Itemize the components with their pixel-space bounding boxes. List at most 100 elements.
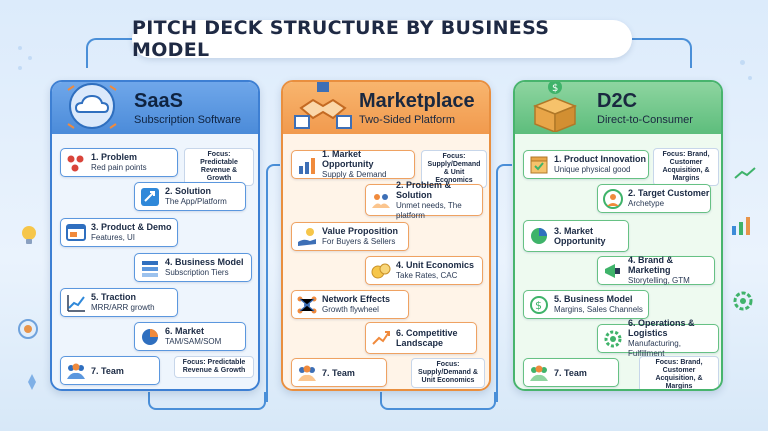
saas-focus-top: Focus: Predictable Revenue & Growth	[184, 148, 254, 186]
saas-focus-bottom: Focus: Predictable Revenue & Growth	[174, 356, 254, 378]
d2c-card-market-opportunity[interactable]: 3. Market Opportunity	[523, 220, 629, 252]
background-dot	[28, 56, 32, 60]
d2c-item-label: 6. Operations & Logistics	[628, 318, 695, 338]
marketplace-card-competitive-landscape[interactable]: 6. Competitive Landscape	[365, 322, 477, 354]
saas-item-label: 3. Product & Demo	[91, 222, 172, 232]
saas-item-detail: Subscription Tiers	[165, 268, 229, 277]
bar-chart-icon	[299, 157, 315, 174]
chart-up-icon	[372, 331, 390, 345]
marketplace-item-label: 4. Unit Economics	[396, 260, 475, 270]
trend-arrow-icon	[734, 167, 756, 179]
d2c-focus-bottom: Focus: Brand, Customer Acquisition, & Ma…	[639, 356, 719, 389]
column-marketplace: Marketplace Two-Sided Platform 1. Market…	[281, 80, 491, 391]
box-icon	[530, 156, 548, 173]
marketplace-item-detail: Unmet needs, The platform	[396, 200, 462, 220]
connector-top-right	[632, 38, 692, 68]
background-dot	[18, 46, 22, 50]
marketplace-item-label: 7. Team	[322, 367, 355, 378]
saas-item-label: 2. Solution	[165, 186, 211, 196]
d2c-item-label: 3. Market Opportunity	[554, 226, 606, 246]
rocket-icon	[28, 374, 36, 390]
saas-title: SaaS	[134, 90, 183, 112]
red-drops-icon	[67, 155, 84, 171]
saas-body: Focus: Predictable Revenue & Growth 1. P…	[52, 134, 258, 389]
gear-icon	[733, 291, 753, 311]
cloud-icon	[67, 83, 117, 129]
marketplace-item-detail: Growth flywheel	[322, 305, 379, 314]
marketplace-focus-top: Focus: Supply/Demand & Unit Economics	[421, 150, 487, 188]
coins-icon	[371, 263, 391, 278]
saas-item-label: 5. Traction	[91, 292, 137, 302]
target-icon	[18, 319, 38, 339]
d2c-item-detail: Manufacturing, Fulfillment	[628, 339, 681, 358]
column-saas: SaaS Subscription Software Focus: Predic…	[50, 80, 260, 391]
user-icon	[603, 188, 623, 209]
lightbulb-icon	[22, 226, 36, 244]
svg-text:$: $	[535, 299, 542, 312]
d2c-title: D2C	[597, 90, 638, 112]
d2c-item-label: 7. Team	[554, 367, 587, 378]
saas-item-detail: Features, UI	[91, 233, 136, 242]
saas-item-label: 4. Business Model	[165, 257, 244, 267]
marketplace-card-team[interactable]: 7. Team	[291, 358, 387, 387]
pie-chart-icon	[142, 328, 158, 345]
team-icon	[67, 363, 85, 379]
svg-text:$: $	[552, 83, 558, 94]
saas-header: SaaS Subscription Software	[52, 82, 258, 134]
d2c-focus-top: Focus: Brand, Customer Acquisition, & Ma…	[653, 148, 719, 186]
handshake-icon	[294, 82, 352, 129]
d2c-card-team[interactable]: 7. Team	[523, 358, 619, 387]
marketplace-header: Marketplace Two-Sided Platform	[283, 82, 489, 134]
connector-marketplace-left	[266, 164, 280, 402]
megaphone-icon	[605, 263, 620, 278]
column-d2c: $ D2C Direct-to-Consumer 1. Product Inno…	[513, 80, 723, 391]
dollar-cycle-icon: $	[530, 295, 548, 314]
gear-icon	[604, 330, 622, 347]
marketplace-item-label: 6. Competitive Landscape	[396, 328, 458, 348]
browser-window-icon	[66, 223, 86, 241]
d2c-subtitle: Direct-to-Consumer	[597, 114, 693, 126]
marketplace-title: Marketplace	[359, 90, 475, 112]
d2c-item-detail: Margins, Sales Channels	[554, 305, 643, 314]
marketplace-item-detail: Take Rates, CAC	[396, 271, 458, 280]
marketplace-item-label: 1. Market Opportunity	[322, 149, 374, 169]
d2c-item-detail: Archetype	[628, 199, 665, 208]
saas-item-detail: TAM/SAM/SOM	[165, 337, 222, 346]
marketplace-item-label: Network Effects	[322, 294, 391, 304]
connector-marketplace-to-d2c	[380, 392, 496, 410]
connector-saas-to-marketplace	[148, 392, 266, 410]
saas-item-label: 1. Problem	[91, 152, 138, 162]
network-icon	[297, 296, 317, 313]
d2c-item-label: 2. Target Customer	[628, 188, 710, 198]
pie-chart-icon	[531, 228, 547, 244]
marketplace-item-detail: Supply & Demand	[322, 170, 387, 179]
saas-card-team[interactable]: 7. Team	[60, 356, 160, 385]
saas-item-label: 7. Team	[91, 365, 124, 376]
background-dot	[740, 60, 745, 65]
background-dot	[748, 76, 752, 80]
saas-item-detail: Red pain points	[91, 163, 147, 172]
page-title: PITCH DECK STRUCTURE BY BUSINESS MODEL	[132, 17, 632, 61]
box-cart-icon: $	[532, 82, 578, 132]
d2c-item-label: 5. Business Model	[554, 294, 633, 304]
team-icon	[298, 365, 316, 381]
d2c-item-detail: Unique physical good	[554, 165, 631, 174]
